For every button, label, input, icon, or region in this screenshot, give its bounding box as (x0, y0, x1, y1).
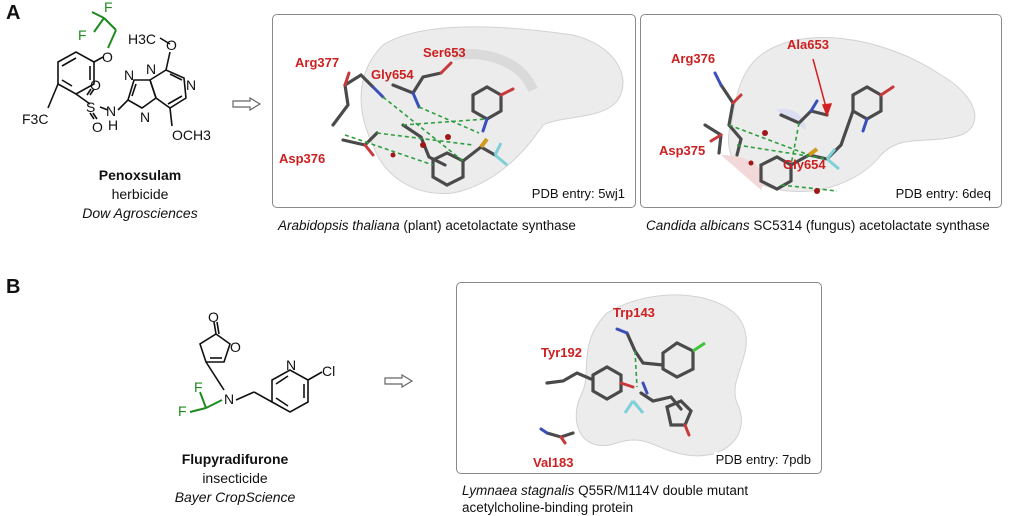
atom-o-ring: O (230, 339, 241, 355)
atom-n-ring: N (186, 77, 196, 93)
pdb-entry: PDB entry: 6deq (893, 186, 993, 201)
caption-text-line2: acetylcholine-binding protein (462, 500, 634, 515)
caption-text: (plant) acetolactate synthase (399, 218, 576, 233)
residue-label: Gly654 (371, 67, 414, 82)
atom-och3: OCH3 (172, 127, 211, 143)
residue-label: Tyr192 (541, 345, 582, 360)
structure-box-6deq: Arg376 Ala653 Asp375 Gly654 PDB entry: 6… (640, 14, 1002, 208)
compound-company: Bayer CropScience (174, 489, 296, 505)
caption-species: Arabidopsis thaliana (278, 218, 400, 233)
compound-name: Flupyradifurone (181, 451, 289, 467)
caption-6deq: Candida albicans SC5314 (fungus) acetola… (646, 218, 990, 233)
atom-n3: N (140, 109, 150, 125)
caption-species: Candida albicans (646, 218, 750, 233)
pdb-entry: PDB entry: 5wj1 (529, 186, 627, 201)
residue-label: Arg377 (295, 55, 340, 70)
binding-pocket-6deq (703, 37, 976, 194)
hollow-arrow-a (232, 97, 262, 111)
compound-company: Dow Agrosciences (82, 205, 198, 221)
atom-n2: N (146, 61, 156, 77)
atom-h3c: H3C (128, 31, 156, 47)
atom-o2: O (92, 119, 103, 135)
atom-o-carbonyl: O (208, 309, 219, 325)
caption-7pdb: Lymnaea stagnalis Q55R/M114V double muta… (462, 482, 748, 516)
structure-box-7pdb: Trp143 Tyr192 Val183 PDB entry: 7pdb (456, 282, 822, 474)
compound-type: herbicide (111, 186, 169, 202)
atom-n1: N (124, 67, 134, 83)
residue-label: Trp143 (613, 305, 655, 320)
residue-label: Arg376 (671, 51, 716, 66)
atom-h: H (108, 117, 118, 133)
caption-text: Q55R/M114V double mutant (574, 483, 749, 498)
compound-type: insecticide (202, 470, 268, 486)
residue-label: Asp375 (659, 143, 706, 158)
atom-o1: O (90, 77, 101, 93)
compound-name: Penoxsulam (98, 167, 182, 183)
hollow-arrow-b (384, 374, 414, 388)
binding-pocket-5wj1 (331, 26, 624, 194)
atom-n-pyridine: N (286, 357, 296, 373)
residue-label: Ala653 (787, 37, 829, 52)
panel-b-letter: B (6, 276, 21, 298)
pdb-entry: PDB entry: 7pdb (713, 452, 813, 467)
residue-label: Ser653 (423, 45, 466, 60)
atom-o-ether: O (102, 49, 113, 65)
atom-s: S (86, 99, 95, 115)
residue-label: Gly654 (783, 157, 826, 172)
binding-pocket-7pdb (539, 294, 747, 457)
atom-cf3: F3C (22, 111, 48, 127)
structure-box-5wj1: Arg377 Gly654 Ser653 Asp376 PDB entry: 5… (272, 14, 636, 208)
caption-species: Lymnaea stagnalis (462, 483, 575, 498)
caption-5wj1: Arabidopsis thaliana (plant) acetolactat… (278, 218, 576, 233)
atom-nh: N (106, 103, 116, 119)
atom-f2: F (178, 403, 187, 419)
atom-o-top: O (166, 37, 177, 53)
residue-label: Val183 (533, 455, 574, 470)
residue-label: Asp376 (279, 151, 326, 166)
flupyradifurone-label: Flupyradifurone insecticide Bayer CropSc… (170, 450, 300, 507)
atom-f1: F (104, 0, 113, 15)
caption-text: SC5314 (fungus) acetolactate synthase (749, 218, 990, 233)
atom-f1: F (194, 379, 203, 395)
penoxsulam-structure: F F O H3C O N F3C S O O N H N N N OCH3 (22, 0, 211, 143)
penoxsulam-label: Penoxsulam herbicide Dow Agrosciences (60, 166, 220, 223)
atom-cl: Cl (322, 363, 335, 379)
atom-f2: F (78, 27, 87, 43)
flupyradifurone-structure: O O F F N N Cl (178, 309, 335, 419)
panel-a-letter: A (6, 2, 21, 24)
atom-n-amine: N (224, 391, 234, 407)
